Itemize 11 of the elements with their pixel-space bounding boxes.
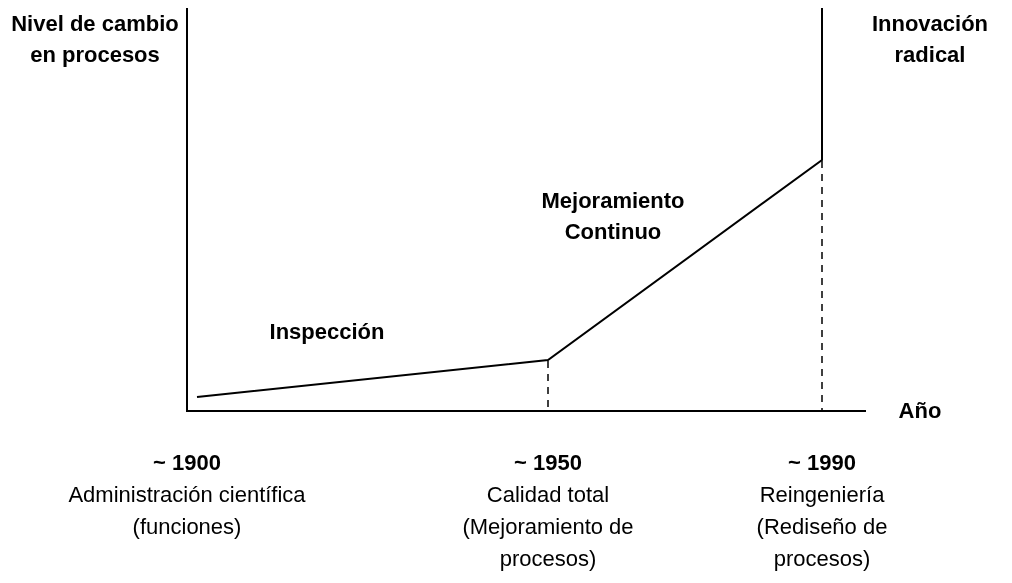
curve-label: Mejoramiento Continuo: [540, 187, 686, 246]
axis-title: Nivel de cambio en procesos: [10, 10, 180, 69]
year-label: ~ 1900: [152, 449, 222, 477]
era-description: Administración científica (funciones): [67, 481, 307, 541]
curve-label: Innovación radical: [870, 10, 990, 69]
curve-label: Inspección: [268, 318, 386, 346]
year-label: ~ 1950: [513, 449, 583, 477]
year-label: ~ 1990: [787, 449, 857, 477]
era-description: Calidad total (Mejoramiento de procesos): [461, 481, 635, 573]
era-description: Reingeniería (Rediseño de procesos): [755, 481, 889, 573]
axis-title: Año: [897, 397, 943, 425]
